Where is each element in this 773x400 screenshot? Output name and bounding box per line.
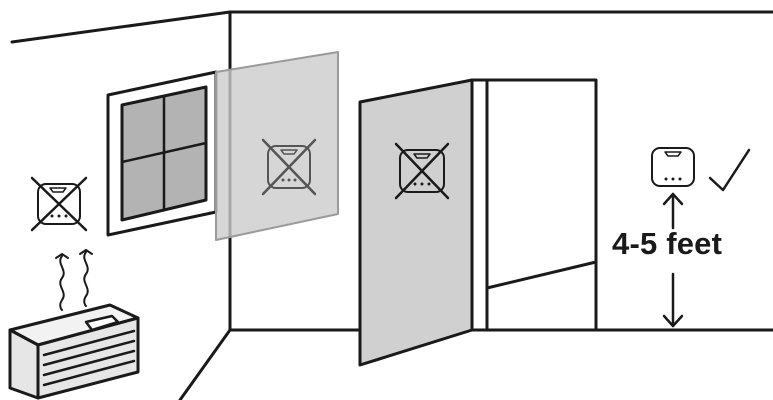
door-panel xyxy=(358,78,474,367)
thermostat-correct-placement xyxy=(651,147,695,187)
heater-unit xyxy=(8,303,140,400)
thermostat-icon xyxy=(651,147,695,187)
arrow-down-icon xyxy=(662,272,684,328)
window xyxy=(106,70,218,237)
thermostat-heater-rejected xyxy=(30,176,88,232)
thermostat-door-rejected xyxy=(394,142,450,200)
doorway xyxy=(470,78,598,332)
heat-waves-icon xyxy=(55,249,93,311)
check-mark-icon xyxy=(708,148,751,192)
height-label: 4-5 feet xyxy=(612,226,723,261)
thermostat-icon xyxy=(267,145,311,189)
thermostat-sunlight-rejected xyxy=(261,138,317,196)
arrow-up-icon xyxy=(662,192,684,230)
cross-mark-icon xyxy=(30,176,88,232)
cross-mark-icon xyxy=(261,138,317,196)
cross-mark-icon xyxy=(394,142,450,200)
